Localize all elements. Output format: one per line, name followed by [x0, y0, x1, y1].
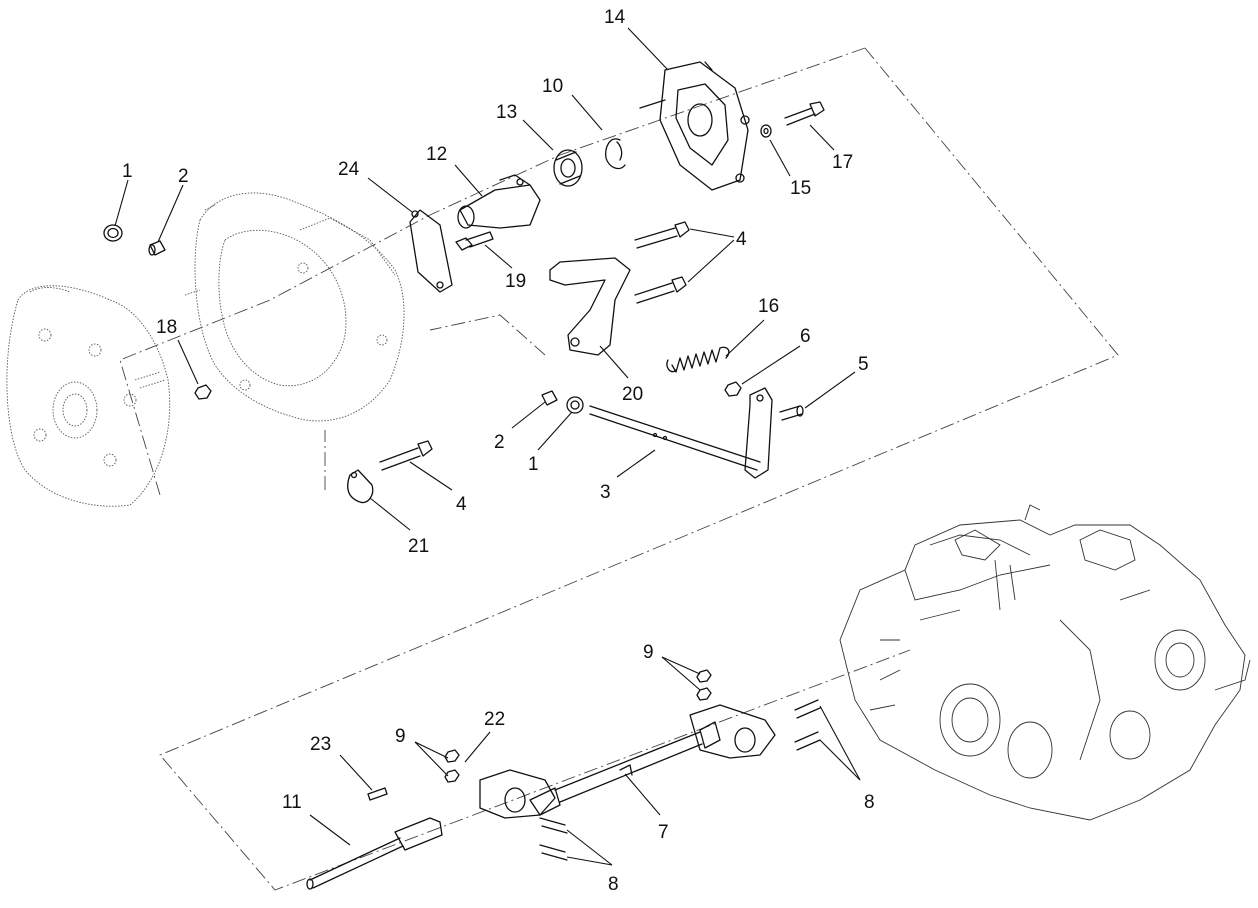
input-shaft — [306, 817, 443, 890]
nuts-9-upper — [696, 669, 712, 701]
callout-label: 15 — [790, 178, 811, 199]
callout-label: 12 — [426, 144, 447, 165]
callout-labels: 1 2 18 24 12 13 10 14 17 15 19 4 16 6 5 … — [122, 7, 875, 895]
bushing-part-lower — [541, 390, 558, 406]
drive-shaft-assembly — [479, 704, 776, 819]
callout-label: 21 — [408, 536, 429, 557]
leader-lines — [114, 27, 861, 866]
hex-bolt-4-upper — [634, 221, 690, 249]
callout-label: 2 — [178, 166, 189, 187]
lock-nut — [724, 381, 742, 397]
seal-part-upper — [103, 224, 123, 242]
bolts-8-right — [794, 699, 821, 751]
callout-label: 16 — [758, 296, 779, 317]
clevis-pin — [779, 405, 804, 421]
callout-label: 10 — [542, 76, 563, 97]
callout-label: 24 — [338, 159, 360, 180]
hex-bolt-19 — [455, 231, 494, 251]
hex-bolt-4-lower — [634, 276, 687, 304]
shift-rod — [589, 387, 773, 479]
callout-label: 22 — [484, 709, 505, 730]
pivot-housing — [457, 174, 541, 229]
assembly-boundary-line — [119, 47, 1119, 891]
ball-bearing — [553, 149, 583, 187]
support-bracket — [549, 257, 631, 356]
mounting-frame — [639, 61, 750, 191]
washer — [760, 124, 772, 138]
callout-label: 4 — [456, 494, 467, 515]
callout-label: 9 — [395, 726, 406, 747]
callout-label: 11 — [282, 792, 302, 813]
callout-label: 13 — [496, 102, 517, 123]
callout-label: 2 — [494, 432, 505, 453]
tension-spring — [666, 346, 730, 373]
callout-label: 6 — [800, 326, 811, 347]
callout-label: 1 — [122, 161, 133, 182]
callout-label: 5 — [858, 354, 869, 375]
callout-label: 3 — [600, 482, 611, 503]
side-cover-plate — [6, 285, 171, 507]
callout-label: 14 — [604, 7, 626, 28]
nuts-9-lower — [444, 749, 460, 783]
callout-label: 17 — [832, 152, 853, 173]
callout-label: 7 — [658, 822, 669, 843]
nut-part — [194, 384, 212, 400]
callout-label: 19 — [505, 271, 526, 292]
callout-label: 9 — [643, 642, 654, 663]
callout-label: 18 — [156, 317, 177, 338]
callout-label: 4 — [736, 229, 747, 250]
bolts-8-bottom — [539, 817, 568, 861]
callout-label: 20 — [622, 384, 643, 405]
woodruff-key — [367, 787, 388, 801]
bracket-plate — [409, 209, 453, 293]
callout-label: 8 — [608, 874, 619, 895]
cable-clamp — [347, 469, 374, 504]
hex-bolt-17 — [784, 101, 825, 126]
callout-label: 1 — [528, 454, 539, 475]
hex-bolt-4-bottom — [379, 440, 433, 471]
snap-ring — [604, 138, 626, 170]
seal-part-lower — [566, 396, 584, 414]
bell-housing — [184, 192, 405, 422]
bushing-part-upper — [148, 240, 166, 256]
callout-label: 23 — [310, 734, 331, 755]
transmission-assembly — [839, 504, 1251, 821]
callout-label: 8 — [864, 792, 875, 813]
